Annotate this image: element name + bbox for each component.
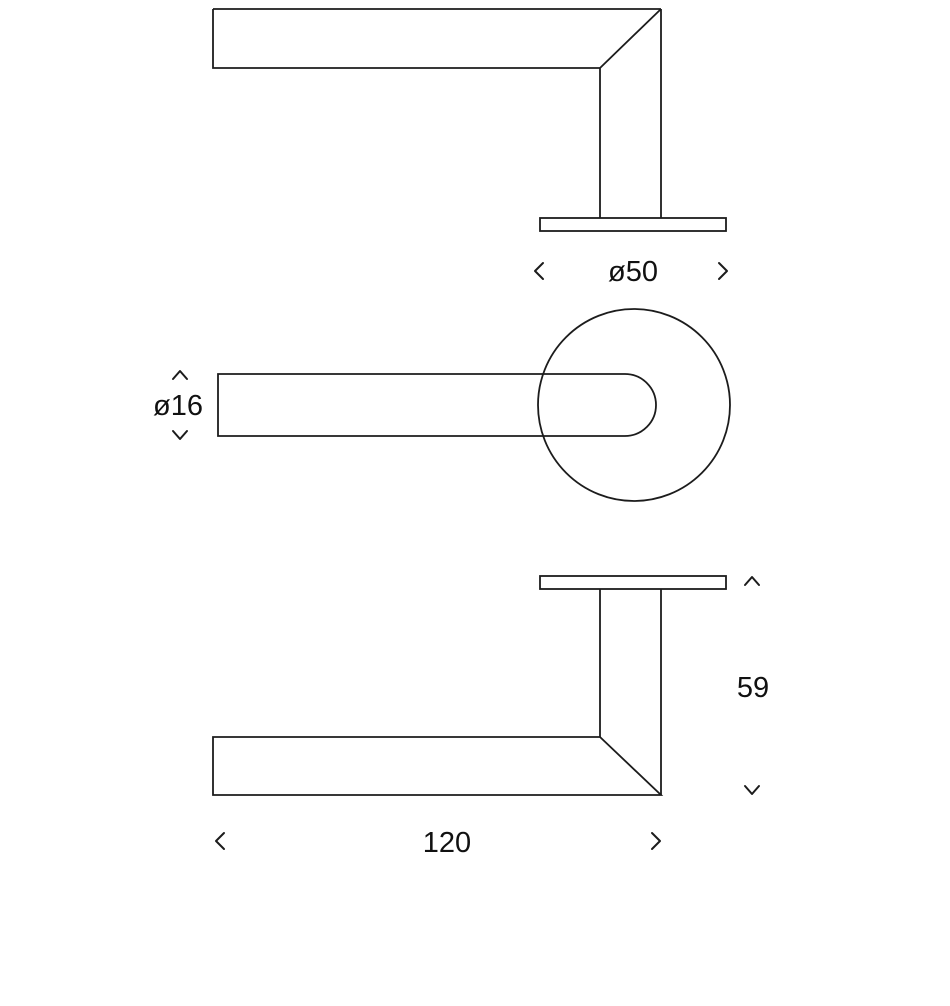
dimension-annotations: ø50 ø16 59 120 bbox=[153, 256, 769, 859]
drawing-outlines bbox=[212, 8, 731, 796]
rose-diameter-label: ø50 bbox=[608, 256, 658, 288]
arrow-down-icon bbox=[172, 430, 188, 440]
arrow-left-icon bbox=[534, 262, 544, 280]
arrow-right-icon bbox=[718, 262, 728, 280]
arrow-up-icon bbox=[744, 576, 760, 586]
dimension-rose-diameter: ø50 bbox=[534, 256, 728, 288]
projection-height-label: 59 bbox=[737, 672, 769, 704]
dimension-projection-height: 59 bbox=[737, 576, 769, 795]
grip-diameter-label: ø16 bbox=[153, 390, 203, 422]
front-view-grip-bar bbox=[217, 373, 657, 437]
bottom-view-rose-plate bbox=[539, 575, 727, 590]
arrow-up-icon bbox=[172, 370, 188, 380]
top-view-lever-outline bbox=[212, 8, 662, 218]
dimension-grip-diameter: ø16 bbox=[153, 370, 203, 440]
dimension-lever-length: 120 bbox=[215, 827, 661, 859]
top-view-rose-plate bbox=[539, 217, 727, 232]
arrow-left-icon bbox=[215, 832, 225, 850]
bottom-view-lever-outline bbox=[212, 736, 664, 796]
bottom-view-stem bbox=[599, 589, 662, 795]
front-view-rose bbox=[537, 308, 731, 502]
arrow-right-icon bbox=[651, 832, 661, 850]
arrow-down-icon bbox=[744, 785, 760, 795]
lever-length-label: 120 bbox=[423, 827, 471, 859]
